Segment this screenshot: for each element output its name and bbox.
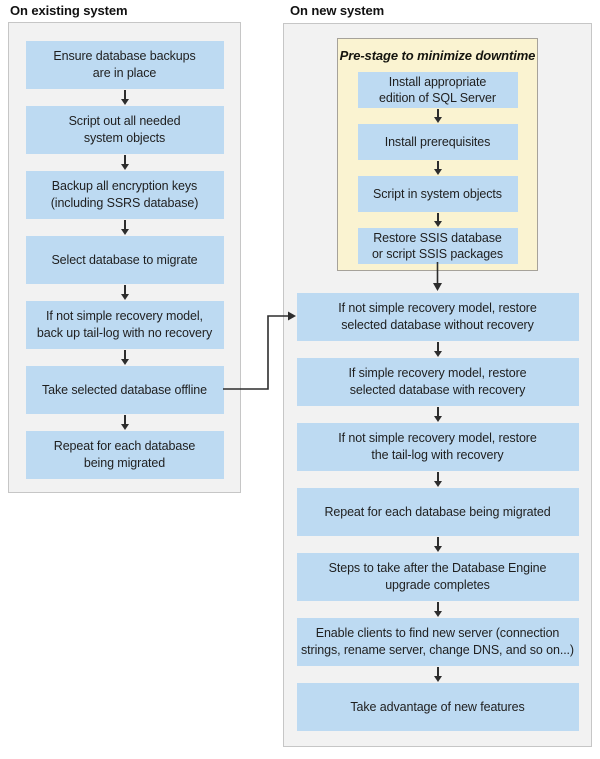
step-text-line: Backup all encryption keys — [51, 179, 198, 193]
step-text-line: Script out all needed — [68, 114, 181, 128]
step-text-line: (including SSRS database) — [50, 196, 199, 210]
down-arrow-icon — [9, 89, 240, 106]
step-text-line: Ensure database backups — [53, 49, 196, 63]
down-arrow-icon — [9, 284, 240, 301]
step-text-line: back up tail-log with no recovery — [36, 326, 213, 340]
step-backup-encryption-keys: Backup all encryption keys (including SS… — [25, 171, 224, 219]
step-restore-without-recovery: If not simple recovery model, restore se… — [296, 293, 579, 341]
down-arrow-icon — [338, 108, 537, 124]
step-restore-tail-log: If not simple recovery model, restore th… — [296, 423, 579, 471]
down-arrow-icon — [284, 341, 591, 358]
step-text-line: edition of SQL Server — [379, 91, 496, 105]
step-install-prerequisites: Install prerequisites — [357, 124, 518, 160]
step-repeat-each-database: Repeat for each database being migrated — [25, 431, 224, 479]
prestage-exit-gap — [284, 271, 591, 293]
step-text-line: the tail-log with recovery — [371, 448, 504, 462]
step-text-line: selected database without recovery — [341, 318, 534, 332]
down-arrow-icon — [284, 666, 591, 683]
step-text-line: If not simple recovery model, restore — [338, 301, 537, 315]
step-take-database-offline: Take selected database offline — [25, 366, 224, 414]
step-restore-ssis: Restore SSIS database or script SSIS pac… — [357, 228, 518, 264]
down-arrow-icon — [9, 154, 240, 171]
existing-system-heading: On existing system — [10, 3, 128, 18]
step-text-line: Repeat for each database — [53, 439, 196, 453]
step-select-database: Select database to migrate — [25, 236, 224, 284]
step-text-line: Steps to take after the Database Engine — [328, 561, 547, 575]
down-arrow-icon — [284, 536, 591, 553]
step-text-line: If not simple recovery model, restore — [338, 431, 537, 445]
step-backup-tail-log: If not simple recovery model, back up ta… — [25, 301, 224, 349]
down-arrow-icon — [9, 219, 240, 236]
step-text-line: are in place — [92, 66, 157, 80]
new-system-panel: Pre-stage to minimize downtime Install a… — [283, 23, 592, 747]
existing-system-panel: Ensure database backups are in place Scr… — [8, 22, 241, 493]
new-system-heading: On new system — [290, 3, 385, 18]
down-arrow-icon — [284, 471, 591, 488]
down-arrow-icon — [284, 406, 591, 423]
step-text-line: Install prerequisites — [384, 135, 491, 149]
down-arrow-icon — [338, 160, 537, 176]
step-text-line: selected database with recovery — [349, 383, 526, 397]
step-new-features: Take advantage of new features — [296, 683, 579, 731]
step-enable-clients: Enable clients to find new server (conne… — [296, 618, 579, 666]
step-text-line: Install appropriate — [388, 75, 487, 89]
step-text-line: system objects — [83, 131, 166, 145]
step-text-line: Select database to migrate — [51, 252, 198, 267]
step-text-line: Take advantage of new features — [350, 699, 525, 714]
prestage-title: Pre-stage to minimize downtime — [339, 48, 536, 63]
step-text-line: being migrated — [83, 456, 166, 470]
step-restore-with-recovery: If simple recovery model, restore select… — [296, 358, 579, 406]
step-script-in-system-objects: Script in system objects — [357, 176, 518, 212]
step-text-line: Restore SSIS database — [373, 231, 502, 245]
step-text-line: strings, rename server, change DNS, and … — [300, 643, 574, 657]
step-post-upgrade-steps: Steps to take after the Database Engine … — [296, 553, 579, 601]
step-ensure-database-backups: Ensure database backups are in place — [25, 41, 224, 89]
down-arrow-icon — [338, 212, 537, 228]
step-script-out-system-objects: Script out all needed system objects — [25, 106, 224, 154]
step-text-line: If not simple recovery model, — [46, 309, 203, 323]
down-arrow-icon — [284, 601, 591, 618]
down-arrow-icon — [9, 349, 240, 366]
down-arrow-icon — [9, 414, 240, 431]
step-install-sql-server: Install appropriate edition of SQL Serve… — [357, 72, 518, 108]
step-text-line: If simple recovery model, restore — [348, 366, 527, 380]
step-text-line: upgrade completes — [385, 578, 490, 592]
step-text-line: Enable clients to find new server (conne… — [315, 626, 560, 640]
step-text-line: Take selected database offline — [42, 382, 207, 397]
step-repeat-migration: Repeat for each database being migrated — [296, 488, 579, 536]
step-text-line: or script SSIS packages — [371, 247, 504, 261]
prestage-group: Pre-stage to minimize downtime Install a… — [337, 38, 538, 271]
step-text-line: Repeat for each database being migrated — [324, 504, 551, 519]
step-text-line: Script in system objects — [373, 187, 502, 201]
